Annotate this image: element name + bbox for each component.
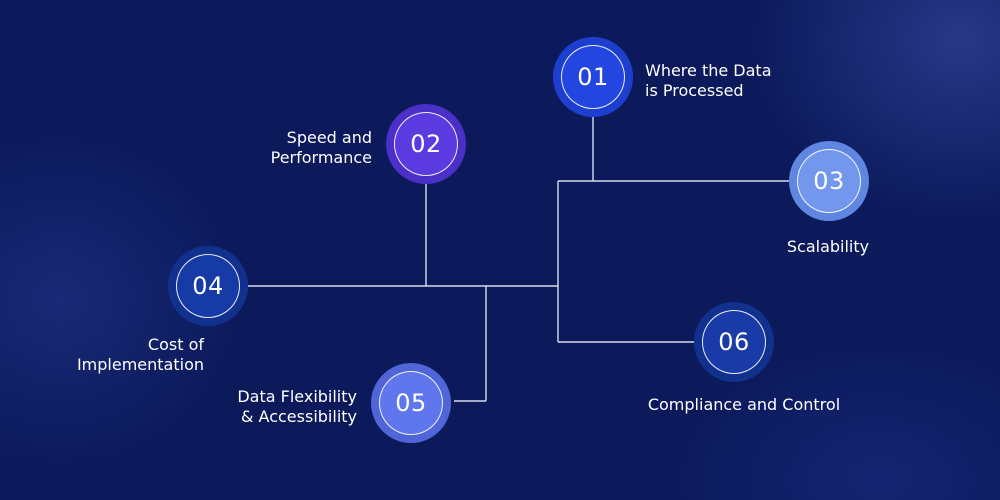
node-05-number: 05: [379, 371, 443, 435]
node-05-label-line-1: Data Flexibility: [237, 387, 357, 406]
node-03-label-line-1: Scalability: [786, 237, 870, 256]
node-05-label: Data Flexibility & Accessibility: [237, 387, 357, 427]
node-06-label: Compliance and Control: [614, 395, 874, 415]
node-04-number: 04: [176, 254, 240, 318]
node-01-label: Where the Data is Processed: [645, 61, 772, 101]
node-01-label-line-2: is Processed: [645, 81, 744, 100]
node-03: 03: [789, 141, 869, 221]
node-03-number: 03: [797, 149, 861, 213]
node-06-label-line-1: Compliance and Control: [647, 395, 841, 414]
node-02-number: 02: [394, 112, 458, 176]
node-02: 02: [386, 104, 466, 184]
node-05-label-line-2: & Accessibility: [240, 407, 357, 426]
node-02-label-line-1: Speed and: [286, 128, 372, 147]
node-06: 06: [694, 302, 774, 382]
node-02-label: Speed and Performance: [271, 128, 372, 168]
node-04-label-line-1: Cost of: [147, 335, 204, 354]
node-06-number: 06: [702, 310, 766, 374]
node-03-label: Scalability: [768, 237, 888, 257]
node-01-label-line-1: Where the Data: [645, 61, 772, 80]
node-01: 01: [553, 37, 633, 117]
node-01-number: 01: [561, 45, 625, 109]
node-04: 04: [168, 246, 248, 326]
node-04-label-line-2: Implementation: [76, 355, 204, 374]
node-02-label-line-2: Performance: [270, 148, 372, 167]
node-05: 05: [371, 363, 451, 443]
node-04-label: Cost of Implementation: [77, 335, 204, 375]
